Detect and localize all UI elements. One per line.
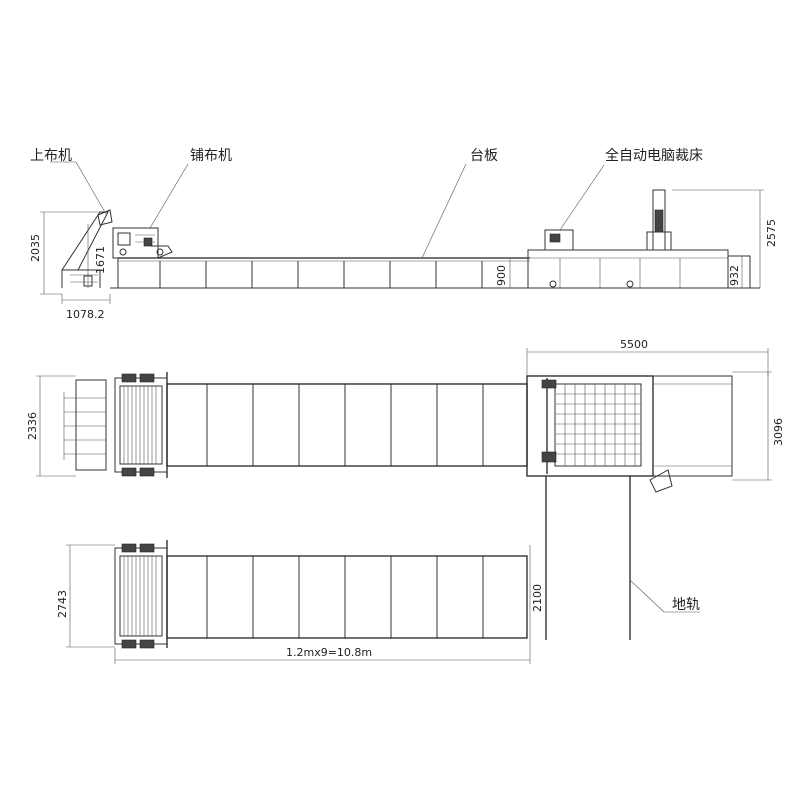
loader-height-dim: 2035 — [29, 234, 42, 262]
rail-span-dim: 2100 — [531, 584, 544, 612]
side-table — [118, 257, 530, 288]
table-height-dim: 900 — [495, 265, 508, 286]
loader-depth-dim: 1078.2 — [66, 308, 105, 321]
cutter-machine — [527, 189, 751, 289]
cutter-width-dim: 3096 — [772, 418, 785, 446]
cutter-label: 全自动电脑裁床 — [605, 147, 703, 164]
top-view-lower — [114, 540, 528, 649]
rail-label: 地轨 — [672, 597, 700, 613]
ground-rails — [545, 476, 631, 640]
top-view-upper — [63, 372, 733, 493]
table-length-dim: 1.2mx9=10.8m — [286, 646, 372, 659]
spreader-label: 铺布机 — [190, 148, 232, 164]
side-view — [40, 161, 764, 304]
lower-width-dim: 2743 — [56, 590, 69, 618]
table-label: 台板 — [470, 148, 498, 164]
loader-label: 上布机 — [30, 148, 72, 164]
loader-machine — [61, 209, 113, 288]
upper-width-dim: 2336 — [26, 412, 39, 440]
cutter-height-dim: 2575 — [765, 219, 778, 247]
spreader-height-dim: 1671 — [94, 246, 107, 274]
cutter-length-dim: 5500 — [620, 338, 648, 351]
cutter-table-height-dim: 932 — [728, 265, 741, 286]
